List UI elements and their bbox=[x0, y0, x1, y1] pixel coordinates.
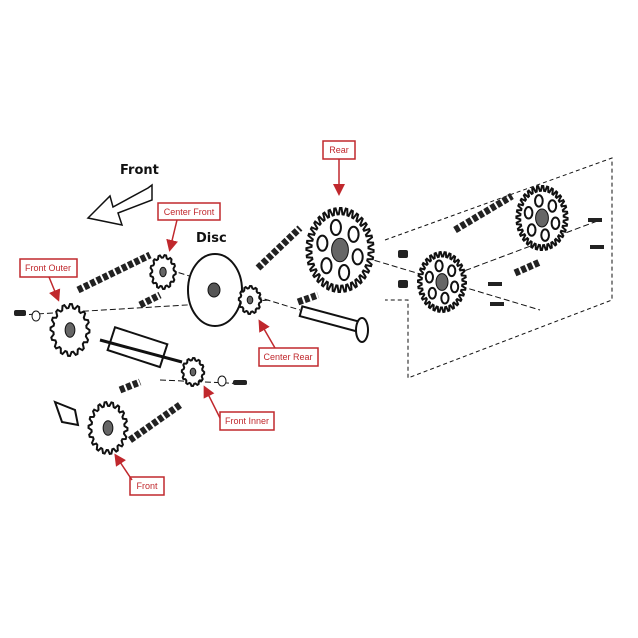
callout-center-rear: Center Rear bbox=[258, 319, 319, 367]
svg-text:Front: Front bbox=[136, 481, 158, 491]
front-heading: Front bbox=[120, 163, 159, 178]
center-front-sprocket bbox=[149, 253, 177, 291]
disc-heading: Disc bbox=[196, 231, 227, 246]
bolts-washers bbox=[14, 218, 604, 387]
callout-front: Front bbox=[114, 453, 165, 496]
bottom-bracket bbox=[99, 325, 183, 369]
front-outer-sprocket bbox=[49, 302, 91, 358]
front-sprocket bbox=[87, 400, 129, 456]
chains bbox=[76, 192, 542, 443]
svg-text:Rear: Rear bbox=[329, 145, 349, 155]
rear-sprocket-alt-1 bbox=[417, 250, 467, 314]
callout-rear: Rear bbox=[322, 140, 356, 196]
callout-center-front: Center Front bbox=[157, 202, 221, 252]
center-rear-sprocket bbox=[237, 284, 263, 316]
dashed-assembly-outline bbox=[384, 157, 613, 379]
svg-text:Front Outer: Front Outer bbox=[25, 263, 71, 273]
front-inner-sprocket bbox=[180, 356, 206, 388]
front-direction-arrow bbox=[86, 183, 153, 226]
svg-text:Center Front: Center Front bbox=[164, 207, 215, 217]
rear-shaft bbox=[298, 305, 369, 343]
disc bbox=[187, 253, 243, 327]
rear-sprocket-alt-2 bbox=[515, 185, 569, 251]
svg-text:Front Inner: Front Inner bbox=[225, 416, 269, 426]
callout-front-outer: Front Outer bbox=[19, 258, 78, 302]
rear-sprocket bbox=[305, 207, 375, 293]
sprockets bbox=[49, 185, 569, 456]
callout-front-inner: Front Inner bbox=[203, 385, 275, 431]
svg-text:Center Rear: Center Rear bbox=[263, 352, 312, 362]
pedal-crank bbox=[53, 400, 80, 427]
